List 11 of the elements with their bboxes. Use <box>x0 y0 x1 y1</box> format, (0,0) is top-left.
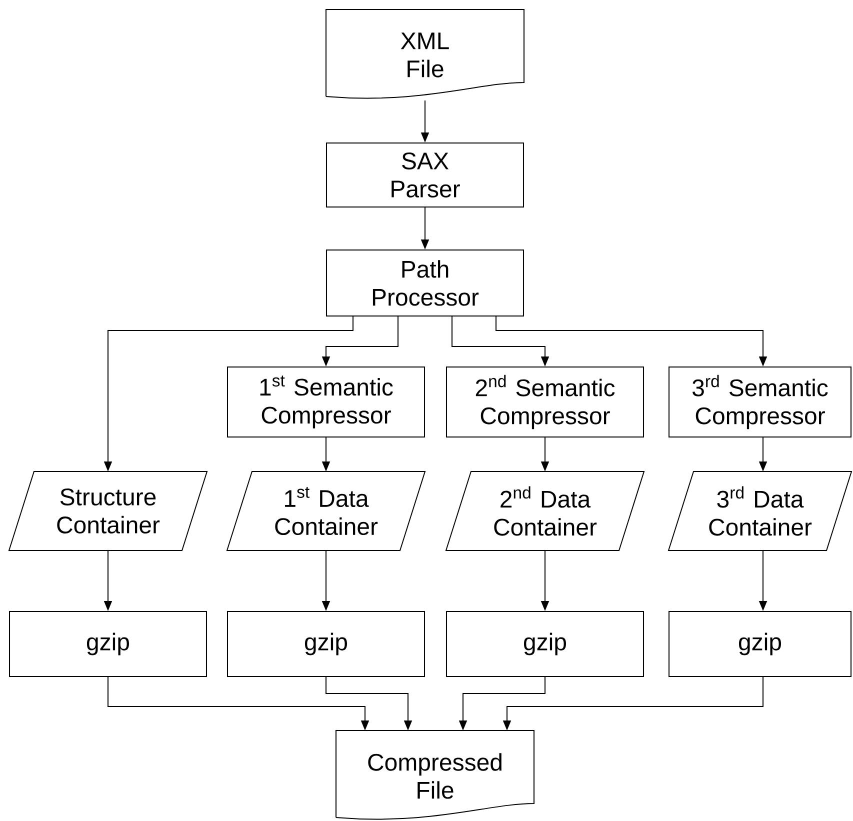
document-box: XML File <box>326 9 524 99</box>
process-box: 2$^{nd}$ Semantic Compressor <box>446 366 644 438</box>
process-box: gzip <box>227 611 425 677</box>
process-box: 3$^{rd}$ Semantic Compressor <box>668 366 852 438</box>
process-box: Path Processor <box>326 250 524 316</box>
process-box: SAX Parser <box>326 142 524 208</box>
process-box: gzip <box>446 611 644 677</box>
document-box: Compressed File <box>336 730 534 820</box>
process-box: gzip <box>9 611 207 677</box>
process-box: 1$^{st}$ Semantic Compressor <box>227 366 425 438</box>
process-box: gzip <box>668 611 852 677</box>
